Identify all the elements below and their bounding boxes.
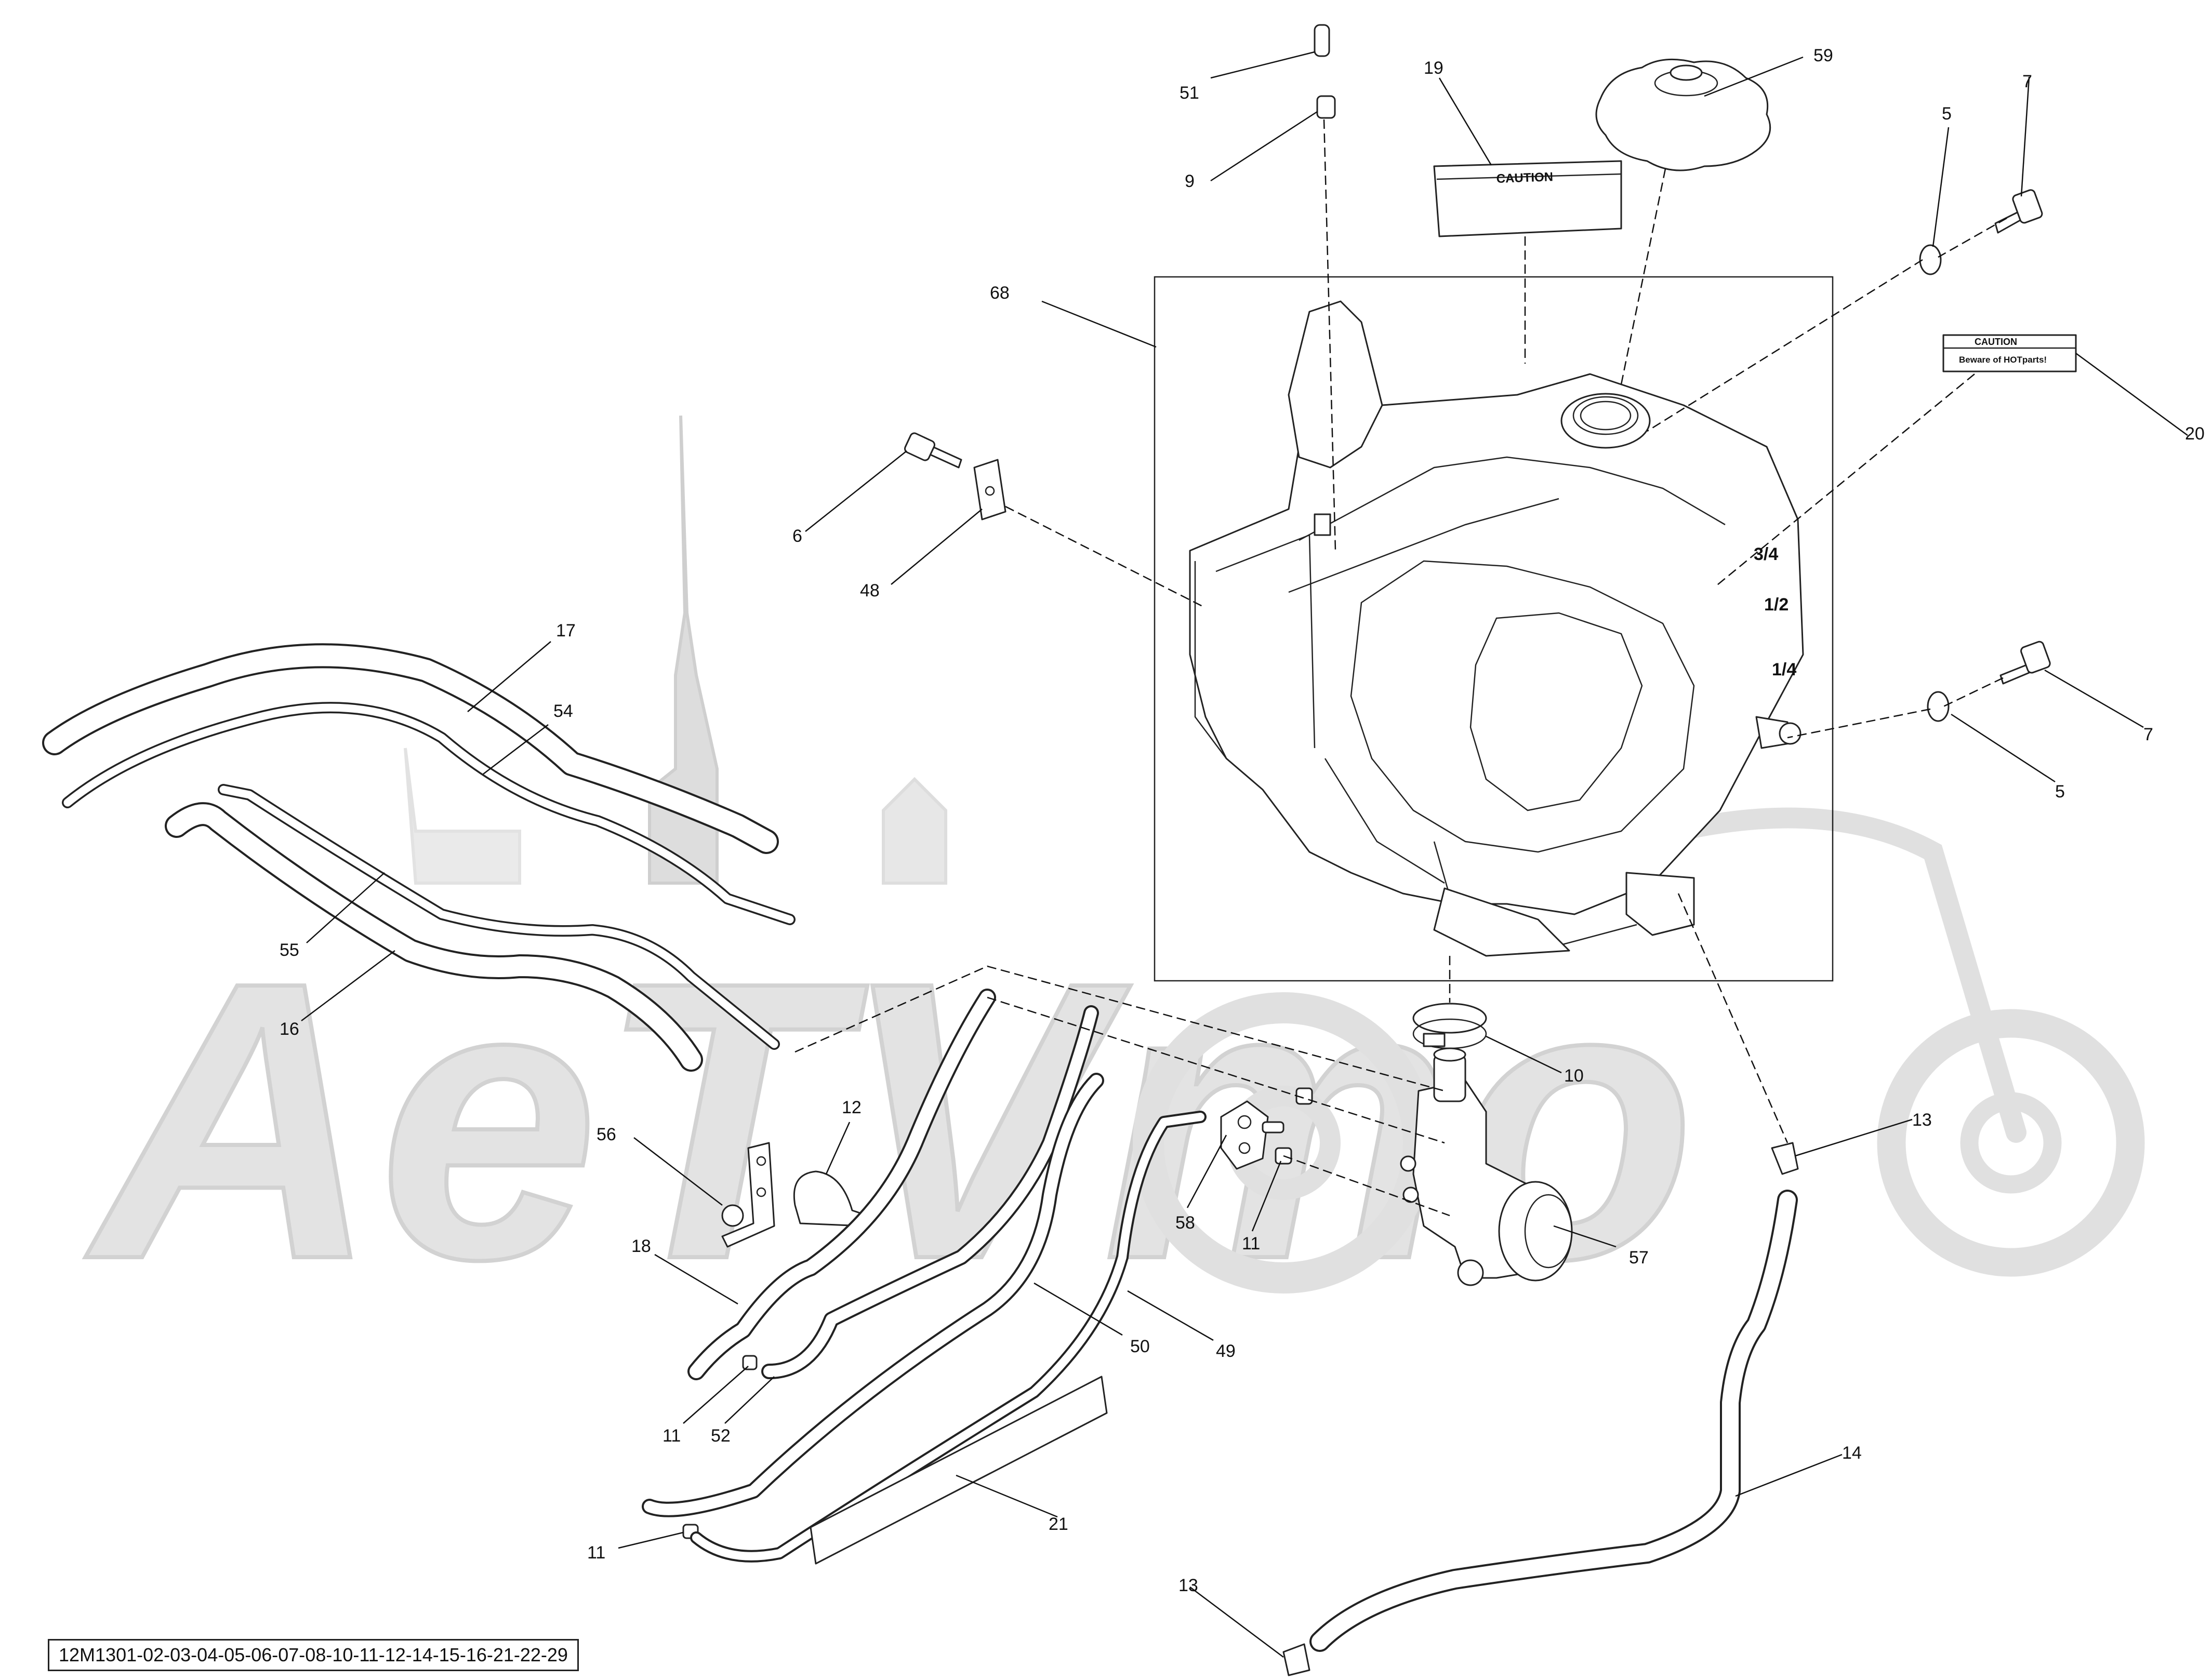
callout-18: 18	[631, 1236, 651, 1256]
callout-11-pump: 11	[1242, 1234, 1260, 1254]
callout-16: 16	[280, 1019, 299, 1039]
callout-56: 56	[597, 1125, 616, 1144]
clip-9	[1316, 95, 1336, 119]
tank-assembly-frame	[1154, 276, 1834, 982]
callout-20: 20	[2185, 424, 2205, 444]
gauge-mark-half: 1/2	[1764, 595, 1789, 615]
callout-10: 10	[1564, 1066, 1584, 1086]
callout-48: 48	[860, 581, 880, 601]
hose-fitting	[1220, 1100, 1284, 1170]
hot-parts-text: Beware of HOTparts!	[1959, 355, 2047, 365]
fuel-cap	[1595, 58, 1771, 171]
caution-decal: CAUTION	[1433, 160, 1622, 237]
reference-code-box: 12M1301-02-03-04-05-06-07-08-10-11-12-14…	[48, 1639, 579, 1671]
hardware	[682, 24, 2051, 1676]
assembly-lines	[794, 119, 2007, 1217]
callout-11-middle: 11	[663, 1426, 681, 1446]
callout-50: 50	[1130, 1337, 1150, 1356]
callouts: 51 9 19 59 7 5 68 20 6 48 17 54 7 5 55 1…	[280, 46, 2205, 1595]
callout-5-lower: 5	[2055, 782, 2065, 802]
gauge-mark-three-quarter: 3/4	[1754, 544, 1778, 564]
callout-13-bottom: 13	[1178, 1576, 1198, 1595]
callout-58: 58	[1175, 1213, 1195, 1233]
callout-13-right: 13	[1912, 1110, 1932, 1130]
callout-6: 6	[792, 526, 802, 546]
callout-5-top: 5	[1942, 104, 1952, 124]
callout-21: 21	[1049, 1514, 1068, 1534]
pin-51	[1314, 24, 1330, 57]
fuel-tank: 3/4 1/2 1/4	[1189, 300, 1804, 957]
callout-17: 17	[556, 621, 576, 641]
callout-68: 68	[990, 283, 1010, 303]
callout-52: 52	[711, 1426, 731, 1446]
gauge-mark-quarter: 1/4	[1772, 660, 1796, 679]
callout-59: 59	[1813, 46, 1833, 65]
callout-14: 14	[1842, 1443, 1862, 1463]
hoses	[42, 643, 1798, 1652]
leader-lines	[301, 51, 2188, 1658]
callout-57: 57	[1629, 1248, 1649, 1268]
hot-parts-caution-text: CAUTION	[1975, 337, 2017, 347]
callout-12: 12	[842, 1098, 862, 1117]
callout-54: 54	[553, 701, 573, 721]
callout-9: 9	[1185, 171, 1195, 191]
callout-19: 19	[1424, 58, 1443, 78]
callout-55: 55	[280, 940, 299, 960]
callout-49: 49	[1216, 1341, 1236, 1361]
callout-7-lower: 7	[2143, 725, 2153, 744]
hot-parts-decal: CAUTION Beware of HOTparts!	[1942, 334, 2077, 372]
callout-7-top: 7	[2022, 72, 2032, 91]
caution-decal-text: CAUTION	[1496, 170, 1553, 186]
callout-51: 51	[1180, 83, 1199, 103]
callout-11-bottom: 11	[587, 1543, 605, 1563]
fuel-pump	[1400, 1047, 1573, 1286]
